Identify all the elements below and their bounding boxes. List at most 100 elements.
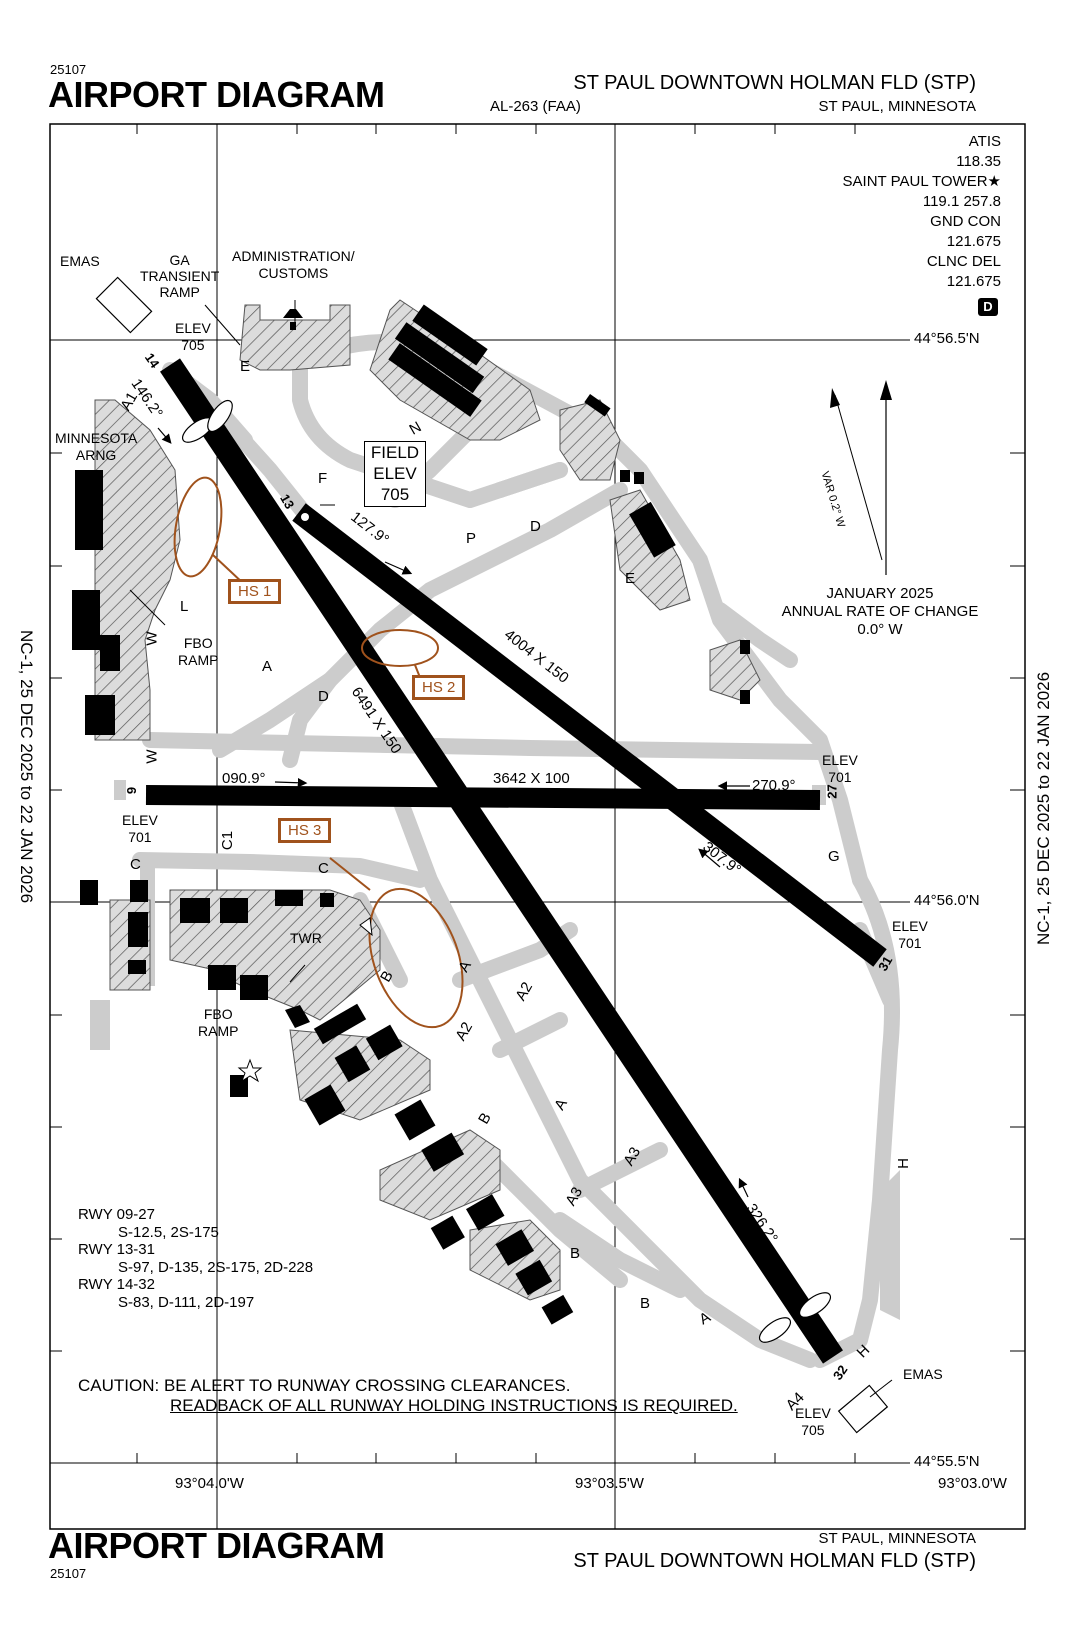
hotspot-ellipse-2 <box>361 629 439 667</box>
footer-chart-id: 25107 <box>50 1566 87 1581</box>
elev-rwy27: ELEV 701 <box>822 752 858 786</box>
arng-label-1: MINNESOTA <box>55 430 138 446</box>
mag-var-rate: 0.0° W <box>857 621 903 638</box>
taxiway-a-label-1: A <box>262 658 273 675</box>
hs3-leader <box>329 857 371 891</box>
twr-label: TWR <box>290 930 322 946</box>
footer-title: AIRPORT DIAGRAM <box>48 1525 385 1566</box>
fbo-ramp-north-1: FBO <box>183 635 213 651</box>
runway-9-27 <box>145 785 821 810</box>
emas-north <box>95 276 153 334</box>
runways <box>145 358 887 1364</box>
taxiway-d-label-1: D <box>530 518 541 535</box>
taxiway-d-label-2: D <box>318 688 329 705</box>
mag-var-info: JANUARY 2025 ANNUAL RATE OF CHANGE 0.0° … <box>770 585 990 639</box>
emas-label-south: EMAS <box>903 1366 943 1382</box>
hotspot-2-label: HS 2 <box>412 675 466 700</box>
runway-end-9: 9 <box>124 786 140 795</box>
gnd-freq: 121.675 <box>946 233 1001 250</box>
taxiway-w-label-1: W <box>143 631 161 646</box>
admin-label-2: CUSTOMS <box>258 265 329 281</box>
footer-city: ST PAUL, MINNESOTA <box>818 1530 976 1547</box>
ga-ramp-label-2: TRANSIENT <box>140 268 220 284</box>
lat-lon-grid <box>50 124 910 1529</box>
admin-label: ADMINISTRATION/ CUSTOMS <box>232 248 355 282</box>
runway-strength: RWY 09-27 S-12.5, 2S-175 RWY 13-31 S-97,… <box>78 1206 313 1311</box>
taxiway-c-label-1: C <box>130 856 141 873</box>
admin-label-1: ADMINISTRATION/ <box>232 248 355 264</box>
taxiway-w-label-2: W <box>143 749 161 764</box>
admin-building-icon <box>283 309 303 330</box>
hotspot-ellipse-1 <box>173 476 223 578</box>
runway-13-31 <box>292 503 887 967</box>
chart-id: 25107 <box>50 62 87 77</box>
runway-9-27-dims: 3642 X 100 <box>493 770 570 787</box>
tower-label: SAINT PAUL TOWER★ <box>842 173 1001 190</box>
ga-ramp-label-1: GA <box>169 252 190 268</box>
heading-arrows <box>157 427 750 1198</box>
field-elev-dot <box>301 513 309 521</box>
airspace-badge: D <box>978 298 998 316</box>
clnc-freq: 121.675 <box>946 273 1001 290</box>
comm-frequencies: ATIS 118.35 SAINT PAUL TOWER★ 119.1 257.… <box>843 132 1001 292</box>
elev-rwy31-label: ELEV <box>892 918 928 934</box>
mag-var-date: JANUARY 2025 <box>826 585 934 602</box>
emas-label-north: EMAS <box>60 253 100 269</box>
strength-r1-name: RWY 09-27 <box>78 1206 155 1223</box>
lat-top: 44°56.5'N <box>914 330 980 347</box>
strength-r2-val: S-97, D-135, 2S-175, 2D-228 <box>118 1258 314 1276</box>
edge-ticks <box>50 124 1025 1463</box>
hotspot-ellipse-3 <box>368 887 464 1029</box>
taxiway-f-label: F <box>318 470 328 487</box>
elev-rwy9-label: ELEV <box>122 812 158 828</box>
strength-r2-name: RWY 13-31 <box>78 1241 155 1258</box>
taxiway-l-label: L <box>180 598 189 615</box>
taxiway-g-label: G <box>828 848 840 865</box>
fbo-ramp-label-south: FBO RAMP <box>198 1006 238 1040</box>
city-state: ST PAUL, MINNESOTA <box>818 98 976 115</box>
taxiway-e-label-1: E <box>240 358 251 375</box>
runway-end-27: 27 <box>824 784 840 799</box>
strength-r1-val: S-12.5, 2S-175 <box>118 1223 219 1241</box>
elev-rwy31-val: 701 <box>898 935 922 951</box>
runway-9-heading: 090.9° <box>222 770 266 787</box>
clnc-label: CLNC DEL <box>926 253 1001 270</box>
field-elev-line1: FIELD <box>370 443 420 462</box>
elev-rwy31: ELEV 701 <box>892 918 928 952</box>
windsocks <box>181 399 832 1343</box>
ga-ramp-label-3: RAMP <box>159 284 200 300</box>
atis-label: ATIS <box>968 133 1001 150</box>
footer-airport-name: ST PAUL DOWNTOWN HOLMAN FLD (STP) <box>573 1550 976 1572</box>
emas-south <box>837 1384 889 1434</box>
fbo-ramp-south-1: FBO <box>203 1006 233 1022</box>
lon-left: 93°04.0'W <box>175 1475 244 1492</box>
taxiway-e-label-2: E <box>625 570 636 587</box>
lat-mid: 44°56.0'N <box>914 892 980 909</box>
mag-var-rate-label: ANNUAL RATE OF CHANGE <box>781 603 979 620</box>
elev-rwy9-val: 701 <box>128 829 152 845</box>
strength-r3-val: S-83, D-111, 2D-197 <box>118 1293 255 1311</box>
taxiway-h-label-1: H <box>894 1158 912 1169</box>
caution-line-1: CAUTION: BE ALERT TO RUNWAY CROSSING CLE… <box>78 1376 571 1395</box>
taxiway-p-label: P <box>466 530 477 547</box>
elev-rwy14-val: 705 <box>181 337 205 353</box>
field-elev-line2: ELEV <box>373 464 417 483</box>
atis-freq: 118.35 <box>956 153 1001 170</box>
strength-r3-name: RWY 14-32 <box>78 1276 155 1293</box>
runway-14-32 <box>160 358 843 1364</box>
taxiway-b-label-4: B <box>640 1295 651 1312</box>
fbo-ramp-north-2: RAMP <box>178 652 219 668</box>
elev-rwy32: ELEV 705 <box>795 1405 831 1439</box>
elev-rwy14-label: ELEV <box>175 320 211 336</box>
gnd-label: GND CON <box>930 213 1001 230</box>
elev-rwy9: ELEV 701 <box>122 812 158 846</box>
hotspot-3-label: HS 3 <box>278 818 332 843</box>
chart-frame <box>49 123 1026 1530</box>
arng-label: MINNESOTA ARNG <box>55 430 137 464</box>
beacon-star-icon <box>237 1058 263 1083</box>
runway-27-heading: 270.9° <box>752 777 796 794</box>
chart-title: AIRPORT DIAGRAM <box>48 74 385 115</box>
lat-bot: 44°55.5'N <box>914 1453 980 1470</box>
taxiway-c-label-2: C <box>318 860 329 877</box>
